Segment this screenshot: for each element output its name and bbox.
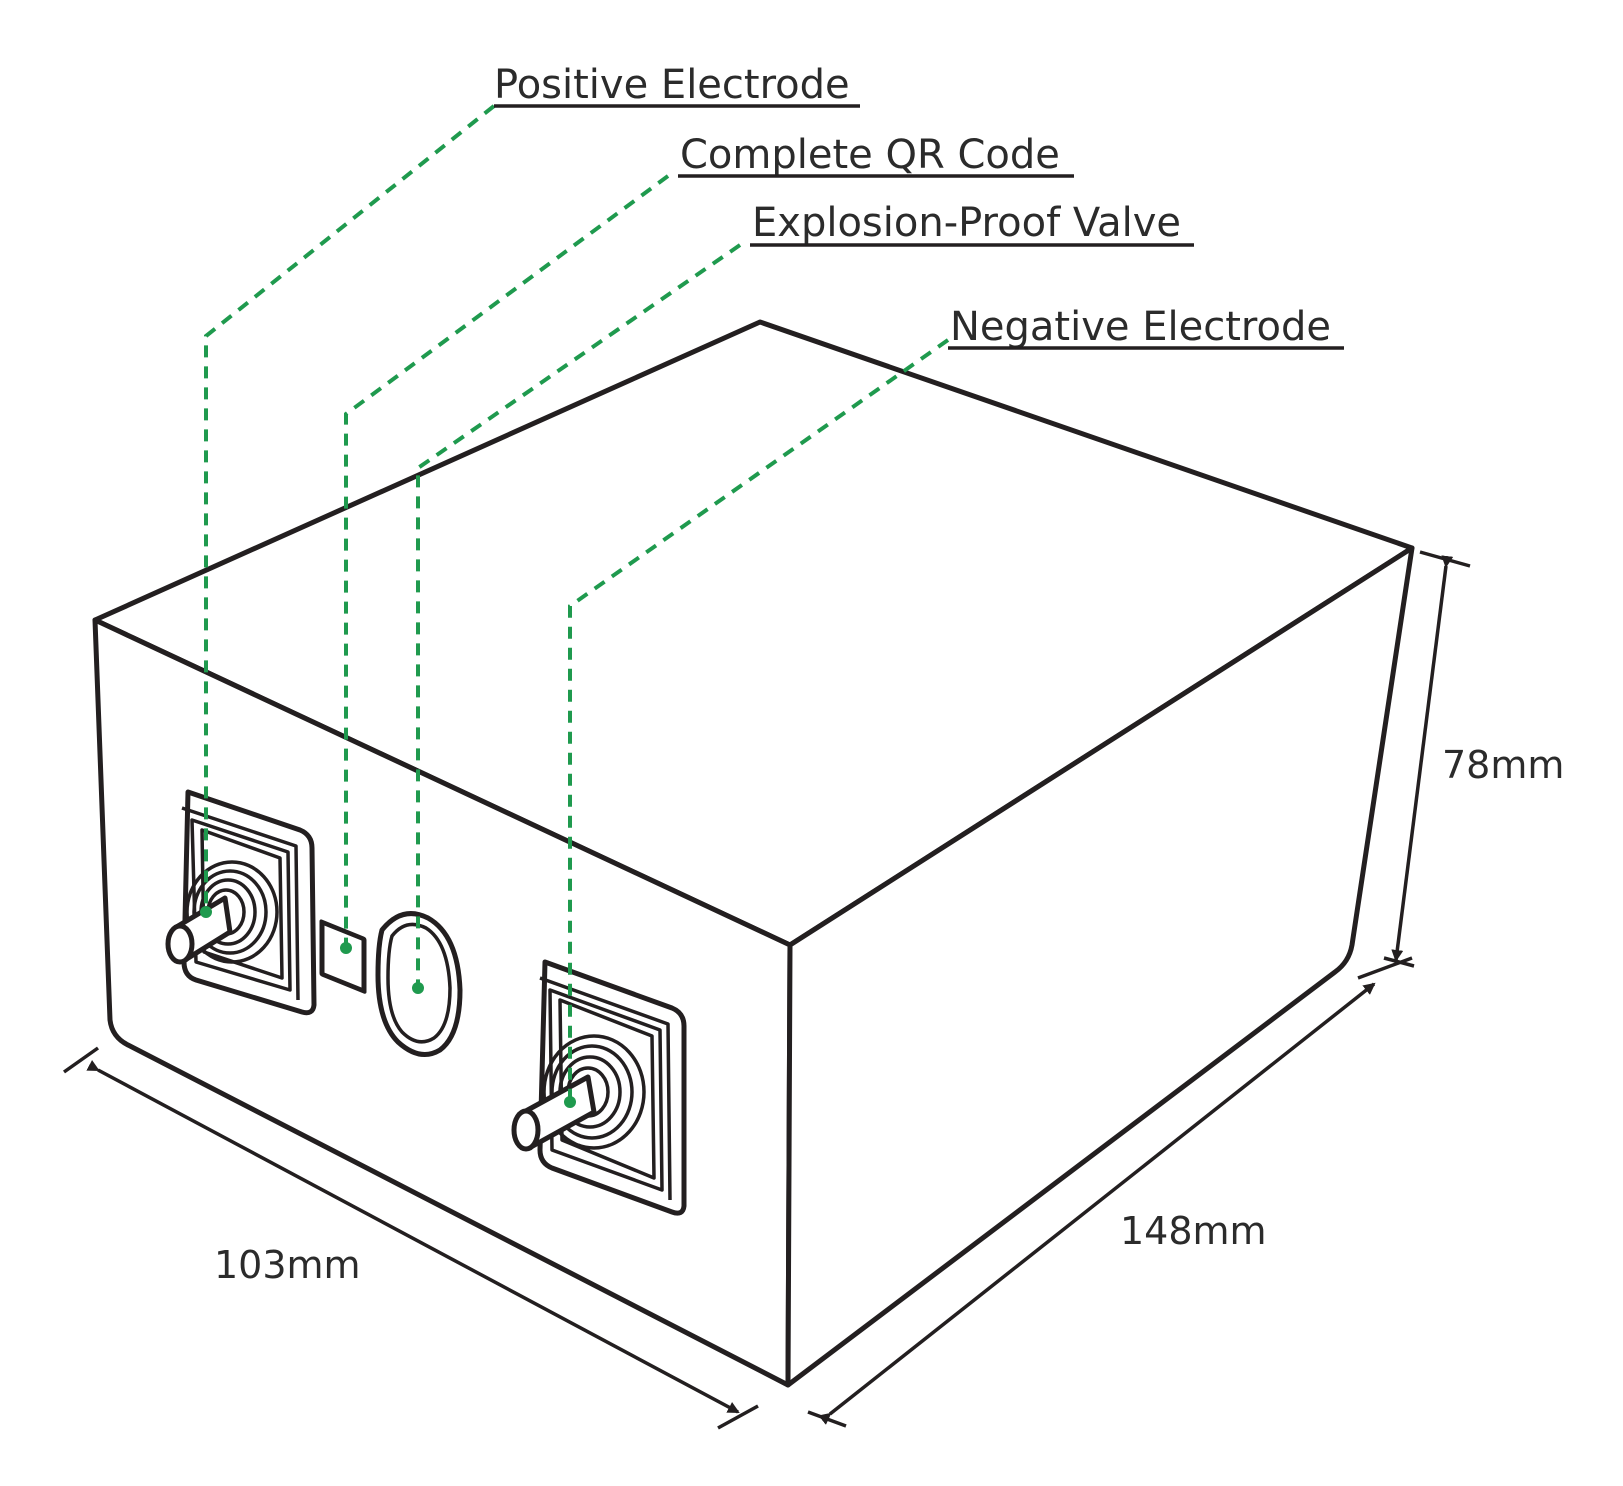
qr-code-box xyxy=(319,919,367,994)
explosion-valve-label: Explosion-Proof Valve xyxy=(752,200,1181,246)
length-dimension-label: 148mm xyxy=(1120,1209,1267,1253)
height-dimension-label: 78mm xyxy=(1442,743,1564,787)
dimension-lines: 103mm 148mm 78mm xyxy=(62,550,1564,1430)
width-dimension-label: 103mm xyxy=(214,1243,361,1287)
positive-terminal xyxy=(165,789,317,1016)
positive-leader-line xyxy=(204,104,496,912)
qr-code-label: Complete QR Code xyxy=(680,132,1060,178)
height-dimension-line xyxy=(1391,555,1454,962)
positive-marker-dot xyxy=(200,906,212,918)
qr-marker-dot xyxy=(340,942,352,954)
valve-marker-dot xyxy=(412,982,424,994)
negative-marker-dot xyxy=(564,1096,576,1108)
negative-leader-line xyxy=(568,338,950,1102)
width-dimension-line xyxy=(86,1059,740,1414)
negative-electrode-label: Negative Electrode xyxy=(950,304,1331,350)
length-dimension-line xyxy=(818,982,1376,1425)
callout-labels: Positive Electrode Complete QR Code Expl… xyxy=(494,62,1344,350)
qr-leader-line xyxy=(344,174,670,948)
valve-leader-line xyxy=(416,243,742,988)
leader-lines xyxy=(200,104,950,1108)
positive-electrode-label: Positive Electrode xyxy=(494,62,850,108)
